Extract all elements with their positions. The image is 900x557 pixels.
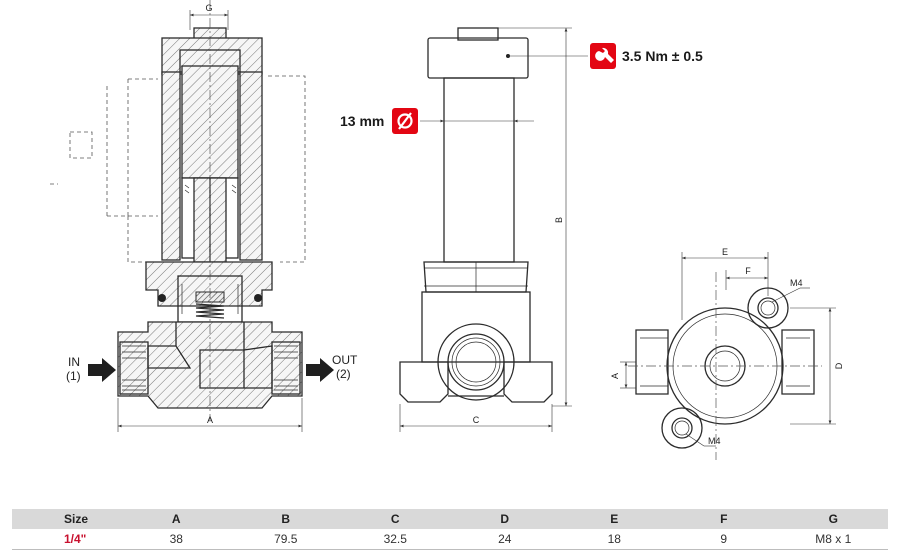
m4-label-bottom: M4 <box>708 436 721 446</box>
header-c: C <box>340 509 450 529</box>
side-port <box>437 323 515 401</box>
cell-size: 1/4" <box>12 529 122 550</box>
inlet-number: (1) <box>66 369 81 383</box>
outlet-number: (2) <box>336 367 351 381</box>
left-port-boss <box>635 329 669 395</box>
outlet-label: OUT <box>332 353 358 367</box>
header-size: Size <box>12 509 122 529</box>
inlet-label: IN <box>68 355 80 369</box>
header-b: B <box>231 509 341 529</box>
m4-hole-top <box>757 297 779 319</box>
dim-label-f: F <box>745 266 751 276</box>
header-f: F <box>669 509 779 529</box>
side-body <box>421 291 531 363</box>
dim-label-c: C <box>473 415 480 425</box>
dim-label-b: B <box>554 217 564 223</box>
cell-f: 9 <box>669 529 779 550</box>
right-port-boss <box>781 329 815 395</box>
header-a: A <box>121 509 231 529</box>
top-cap <box>457 27 499 41</box>
valve-technical-drawing: G <box>50 0 844 460</box>
header-e: E <box>559 509 669 529</box>
nut-size-value: 13 mm <box>340 113 384 129</box>
table-header-row: Size A B C D E F G <box>12 509 888 529</box>
header-d: D <box>450 509 560 529</box>
section-view: G <box>50 0 358 432</box>
bottom-view: E F D A M4 M4 <box>610 247 844 460</box>
cell-a: 38 <box>121 529 231 550</box>
header-g: G <box>778 509 888 529</box>
cell-d: 24 <box>450 529 560 550</box>
coil-tube <box>443 77 515 263</box>
dim-label-e: E <box>722 247 728 257</box>
cell-e: 18 <box>559 529 669 550</box>
outlet-arrow-icon <box>306 358 334 382</box>
inlet-arrow-icon <box>88 358 116 382</box>
cell-c: 32.5 <box>340 529 450 550</box>
dim-label-a-bottom: A <box>610 373 620 379</box>
dimension-table: Size A B C D E F G 1/4" 38 79.5 32.5 24 … <box>12 509 888 550</box>
dim-label-g: G <box>205 3 212 13</box>
m4-hole-bottom <box>671 417 693 439</box>
table-row: 1/4" 38 79.5 32.5 24 18 9 M8 x 1 <box>12 529 888 550</box>
coil-head <box>427 37 529 79</box>
cell-b: 79.5 <box>231 529 341 550</box>
torque-value: 3.5 Nm ± 0.5 <box>622 48 703 64</box>
dim-label-d: D <box>834 362 844 369</box>
m4-label-top: M4 <box>790 278 803 288</box>
side-view: B C 3.5 Nm ± 0.5 13 mm <box>340 27 703 432</box>
cell-g: M8 x 1 <box>778 529 888 550</box>
mount-ear-bottom <box>661 407 703 449</box>
dim-label-a-section: A <box>207 415 213 425</box>
